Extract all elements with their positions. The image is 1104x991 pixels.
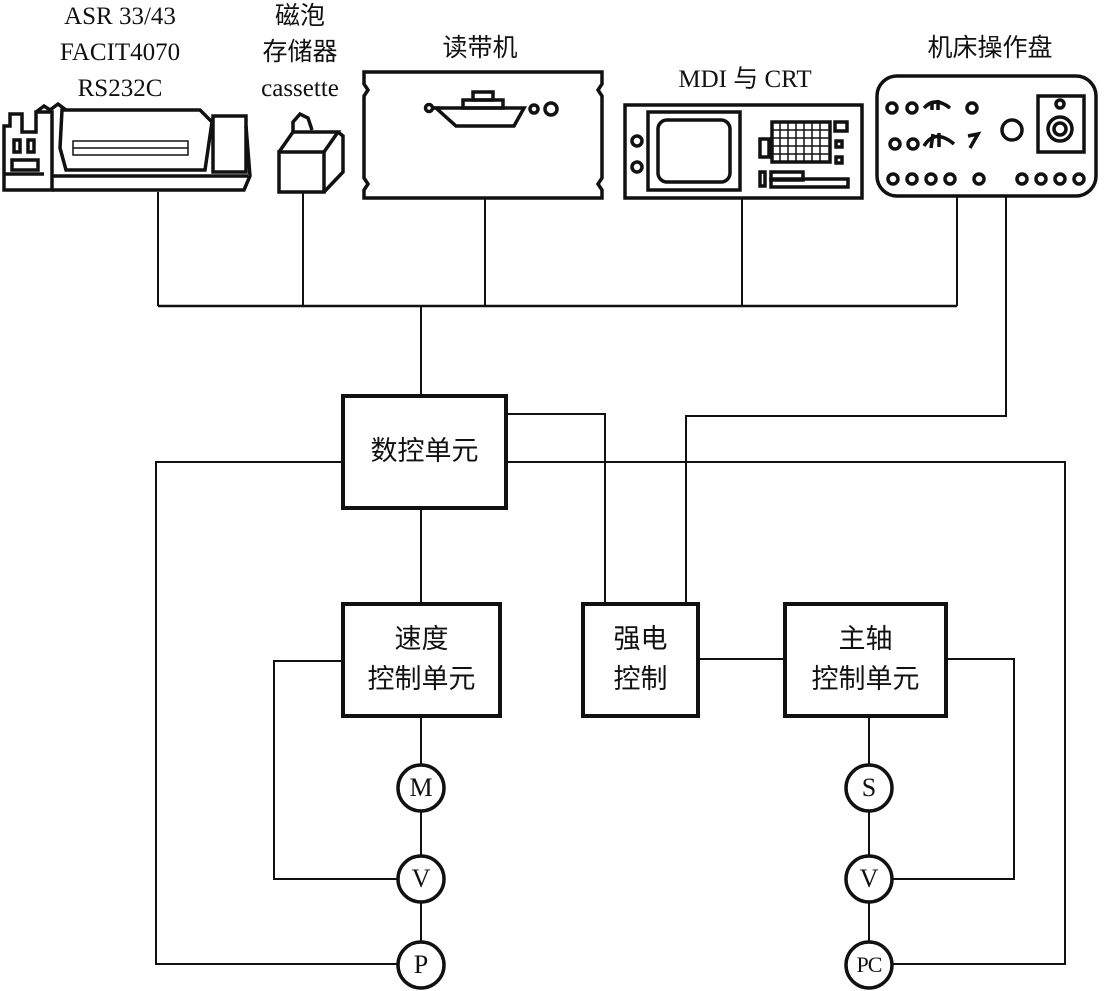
tape-reader-label: 读带机 [442,35,518,62]
speed-control-box [341,602,502,718]
power-control-label: 强电 控制 [613,624,668,695]
teletype-printer-icon [2,101,252,192]
cassette-label: 磁泡 存储器 cassette [261,3,339,102]
power-control-box [581,602,700,718]
machine-control-panel-icon [875,74,1098,198]
connector-V-spindle-feedback [892,658,1015,880]
crt-label: MDI 与 CRT [678,66,812,93]
cassette-storage-icon [277,111,345,194]
teletype-label: ASR 33/43 FACIT4070 RS232C [59,3,181,102]
tach-V2-label: V [859,864,879,893]
teletype-grid [72,140,189,156]
tach-V1-label: V [411,864,431,893]
tach-V1-circle [396,854,446,904]
spindle-S-label: S [861,773,877,802]
spindle-control-label: 主轴 控制单元 [811,624,920,695]
nc-unit-box [341,394,508,510]
tape-reader-icon [362,70,604,200]
motor-M-circle [396,763,446,813]
speed-control-label: 速度 控制单元 [367,624,476,695]
nc-unit-label: 数控单元 [370,436,479,467]
connector-panel-power-control [685,196,1007,604]
spindle-S-circle [844,763,894,813]
connector-nc-spindle-feedback [506,461,1066,965]
spindle-control-box [783,602,948,718]
position-PC-label: PC [856,952,883,977]
crt-keypad-grid [772,122,830,162]
connector-V-speed-feedback [273,660,399,880]
connector-nc-power-control [506,413,606,604]
position-P-label: P [413,950,429,979]
position-P-circle [396,940,446,990]
operator-panel-label: 机床操作盘 [927,35,1053,62]
crt-terminal-icon [623,103,864,200]
tach-V2-circle [844,854,894,904]
motor-M-label: M [409,773,433,802]
position-PC-circle [844,940,894,990]
connector-nc-position-feedback [155,461,399,965]
